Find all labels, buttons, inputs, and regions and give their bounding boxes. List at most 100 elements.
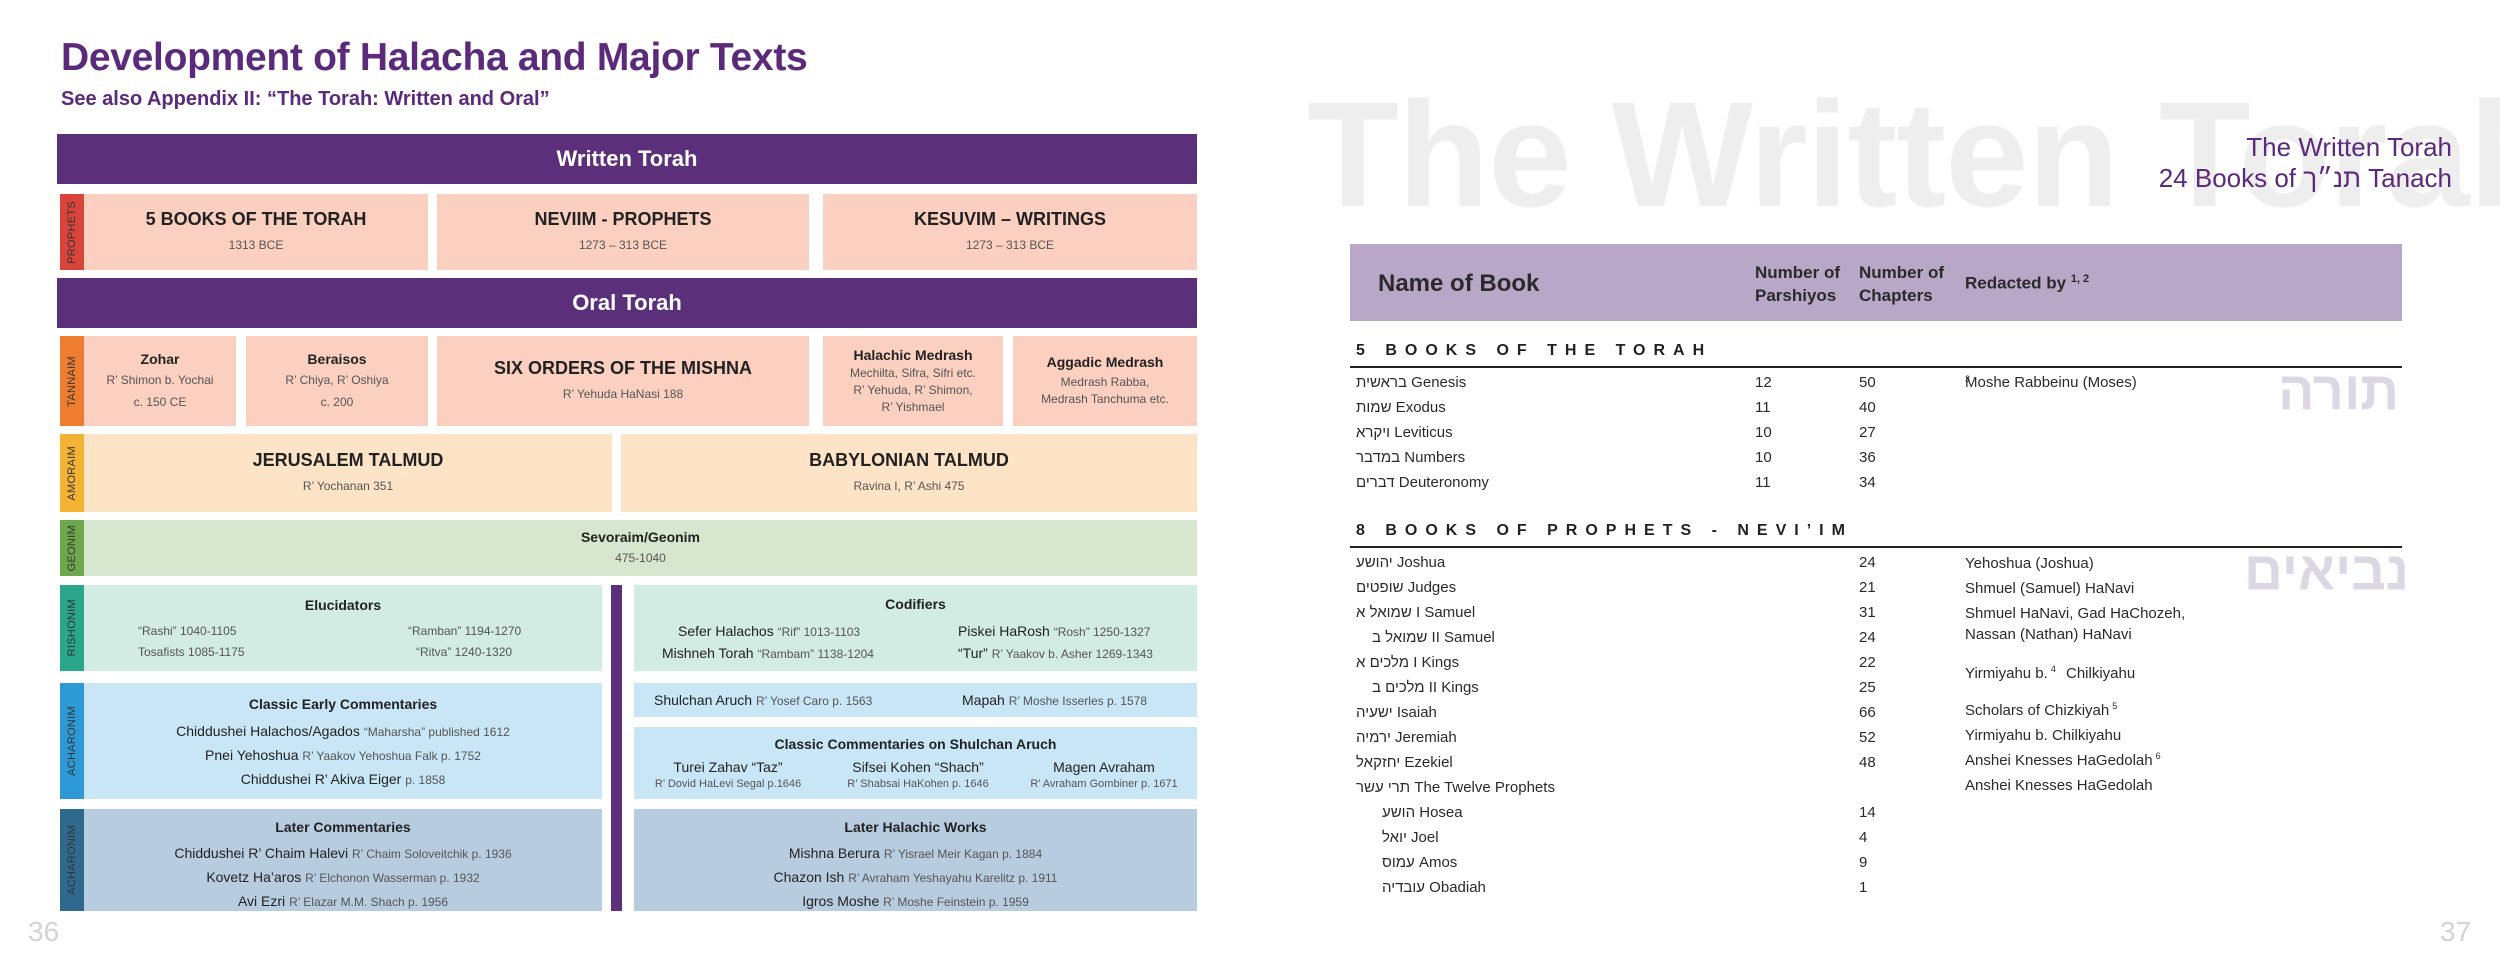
acharonim-classic-sa-commentaries: Classic Commentaries on Shulchan Aruch T… — [634, 727, 1197, 799]
redacted-text: Yehoshua (Joshua) — [1965, 555, 2094, 572]
codifier-line: Piskei HaRosh “Rosh” 1250-1327 — [958, 619, 1150, 644]
section-rule — [1350, 366, 2402, 368]
title-line-2: 24 Books of תנ״ך Tanach — [2158, 163, 2452, 193]
redacted-by: Yirmiyahu b. Chilkiyahu — [1965, 726, 2124, 744]
written-box-kesuvim: KESUVIM – WRITINGS 1273 – 313 BCE — [823, 194, 1197, 270]
title-line-1: The Written Torah — [2246, 132, 2452, 162]
work-info: “Rosh” 1250-1327 — [1053, 625, 1151, 639]
chapters-count: 31 — [1859, 604, 1876, 621]
redacted-by: Nassan (Nathan) HaNavi — [1965, 625, 2135, 643]
work-info: R’ Elchonon Wasserman p. 1932 — [305, 871, 480, 885]
work-name: Mishna Berura — [788, 845, 880, 861]
work-name: Avi Ezri — [237, 893, 286, 909]
page-number-right: 37 — [2440, 916, 2472, 947]
chapters-count: 40 — [1859, 399, 1876, 416]
work-name: Igros Moshe — [802, 893, 880, 909]
book-name: הושע Hosea — [1382, 804, 1463, 821]
work-name: Magen Avraham — [1053, 759, 1155, 775]
redacted-text: Shmuel HaNavi, Gad HaChozeh, — [1965, 605, 2186, 622]
redacted-text: Anshei Knesses HaGedolah — [1965, 777, 2153, 794]
chapters-count: 25 — [1859, 679, 1876, 696]
book-name: ישעיה Isaiah — [1356, 704, 1437, 721]
redacted-by: Yirmiyahu b.4 Chilkiyahu — [1965, 664, 2135, 682]
rishonim-divider — [611, 585, 622, 911]
book-name: עובדיה Obadiah — [1382, 879, 1486, 896]
redacted-text: Nassan (Nathan) HaNavi — [1965, 626, 2132, 643]
parshiyos-count: 11 — [1755, 399, 1771, 416]
sa-commentary: Sifsei Kohen “Shach” R’ Shabsai HaKohen … — [828, 758, 1008, 792]
work-info: “Rif” 1013-1103 — [777, 625, 861, 639]
work-info: “Maharsha” published 1612 — [363, 725, 510, 739]
book-name: יחזקאל Ezekiel — [1356, 754, 1453, 771]
redacted-text: Moshe Rabbeinu (Moses) — [1965, 374, 2137, 391]
commentary-line: Chiddushei R’ Chaim Halevi R’ Chaim Solo… — [84, 841, 602, 866]
section-title-torah: 5 BOOKS OF THE TORAH — [1356, 342, 1713, 359]
era-label: AMORAIM — [66, 445, 78, 501]
era-acharonim-1: ACHARONIM — [60, 683, 84, 799]
commentary-line: Chiddushei R’ Akiva Eiger p. 1858 — [84, 767, 602, 792]
oral-torah-banner: Oral Torah — [57, 278, 1197, 328]
book-name: מלכים ב II Kings — [1372, 679, 1479, 696]
parshiyos-count: 12 — [1755, 374, 1772, 391]
book-name: תרי עשר The Twelve Prophets — [1356, 779, 1555, 796]
col-header-parshiyos: Number of Parshiyos — [1755, 261, 1840, 307]
box-title: Classic Early Commentaries — [248, 696, 438, 712]
redacted-by: Yehoshua (Joshua) — [1965, 554, 2097, 572]
background-watermark-title: The Written Torah — [1307, 70, 2500, 238]
work-name: “Tur” — [958, 645, 988, 661]
era-label: ACHARONIM — [66, 706, 78, 776]
work-info: R’ Avraham Gombiner p. 1671 — [1030, 778, 1178, 790]
sa-commentary: Turei Zahav “Taz” R’ Dovid HaLevi Segal … — [638, 758, 818, 792]
box-title: JERUSALEM TALMUD — [252, 450, 444, 470]
tannaim-beraisos: Beraisos R’ Chiya, R’ Oshiya c. 200 — [246, 336, 428, 426]
tannaim-aggadic-medrash: Aggadic Medrash Medrash Rabba, Medrash T… — [1013, 336, 1197, 426]
box-line: Medrash Tanchuma etc. — [1041, 392, 1169, 406]
box-title: Codifiers — [885, 596, 946, 612]
box-line: “Rashi” 1040-1105 — [138, 624, 237, 638]
box-line: “Ramban” 1194-1270 — [408, 624, 522, 638]
redacted-text: Chilkiyahu — [2066, 665, 2136, 682]
work-info: R’ Moshe Isserles p. 1578 — [1008, 694, 1147, 708]
box-title: Later Commentaries — [275, 819, 411, 835]
box-title: Halachic Medrash — [853, 346, 973, 363]
box-title: 5 BOOKS OF THE TORAH — [145, 209, 367, 229]
acharonim-later-halachic-works: Later Halachic Works Mishna Berura R’ Yi… — [634, 809, 1197, 911]
chapters-count: 50 — [1859, 374, 1876, 391]
redacted-text: Yirmiyahu b. Chilkiyahu — [1965, 727, 2122, 744]
book-name: שמואל ב II Samuel — [1372, 629, 1495, 646]
chapters-count: 21 — [1859, 579, 1876, 596]
box-title: BABYLONIAN TALMUD — [809, 450, 1009, 470]
chapters-count: 24 — [1859, 629, 1876, 646]
box-title: Later Halachic Works — [844, 819, 987, 835]
acharonim-shulchan-aruch: Shulchan Aruch R’ Yosef Caro p. 1563 Map… — [634, 683, 1197, 717]
work-info: R’ Avraham Yeshayahu Karelitz p. 1911 — [848, 871, 1058, 885]
book-name: יואל Joel — [1382, 829, 1439, 846]
chapters-count: 9 — [1859, 854, 1868, 871]
box-line: “Ritva” 1240-1320 — [416, 645, 513, 659]
era-label: ACHARONIM — [66, 825, 78, 895]
work-info: R’ Shabsai HaKohen p. 1646 — [847, 778, 989, 790]
era-acharonim-2: ACHARONIM — [60, 809, 84, 911]
box-line: R’ Yochanan 351 — [302, 479, 394, 493]
work-name: Turei Zahav “Taz” — [673, 759, 783, 775]
book-name: שמות Exodus — [1356, 399, 1446, 416]
work-info: R’ Elazar M.M. Shach p. 1956 — [289, 895, 449, 909]
codifier-line: Sefer Halachos “Rif” 1013-1103 — [678, 619, 860, 644]
redacted-by: Anshei Knesses HaGedolah — [1965, 776, 2156, 794]
amoraim-jerusalem-talmud: JERUSALEM TALMUD R’ Yochanan 351 — [84, 434, 612, 512]
box-title: Elucidators — [304, 597, 382, 613]
redacted-by: Moshe Rabbeinu (Moses)3 — [1965, 374, 2137, 392]
page-title: Development of Halacha and Major Texts — [61, 36, 808, 79]
written-torah-banner: Written Torah — [57, 134, 1197, 184]
chapters-count: 24 — [1859, 554, 1876, 571]
section-rule — [1350, 546, 2402, 548]
